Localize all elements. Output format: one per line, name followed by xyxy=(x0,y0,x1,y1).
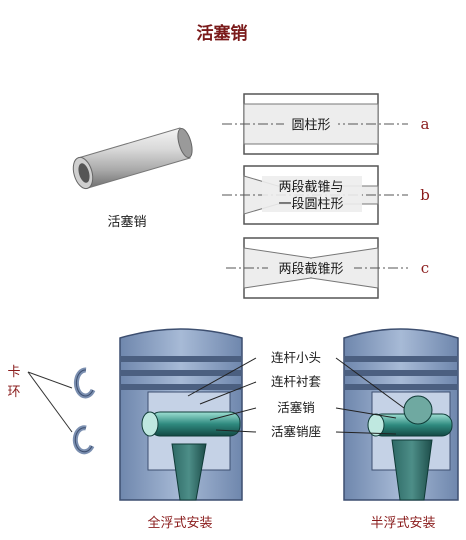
semi-floating-piston-illustration xyxy=(343,328,459,501)
part-label-bushing: 连杆衬套 xyxy=(271,374,322,389)
shape-a-cylinder xyxy=(222,93,408,155)
page-title: 活塞销 xyxy=(197,23,248,44)
piston-pin-illustration xyxy=(72,127,193,190)
clip-label-line1: 卡 xyxy=(7,365,20,380)
clip-label-line2: 环 xyxy=(7,385,20,400)
shape-b-name-line1: 两段截锥与 xyxy=(278,180,343,195)
semi-floating-caption: 半浮式安装 xyxy=(370,516,435,531)
snap-ring-icons xyxy=(27,367,96,455)
part-label-pin-boss: 活塞销座 xyxy=(271,424,321,439)
pin-caption: 活塞销 xyxy=(107,214,146,230)
full-floating-piston-illustration xyxy=(119,328,243,501)
shape-c-name: 两段截锥形 xyxy=(278,262,343,277)
shape-b-name-line2: 一段圆柱形 xyxy=(278,197,343,212)
shape-c-double-cone xyxy=(226,237,408,299)
shape-b-cone-cylinder xyxy=(222,165,408,225)
part-label-piston-pin: 活塞销 xyxy=(277,400,315,415)
shape-a-letter: a xyxy=(421,115,430,133)
part-label-small-end: 连杆小头 xyxy=(271,350,321,365)
shape-a-name: 圆柱形 xyxy=(291,118,330,133)
leader-lines xyxy=(187,357,405,435)
shape-b-letter: b xyxy=(420,186,430,204)
shape-c-letter: c xyxy=(421,259,429,277)
full-floating-caption: 全浮式安装 xyxy=(147,515,212,531)
